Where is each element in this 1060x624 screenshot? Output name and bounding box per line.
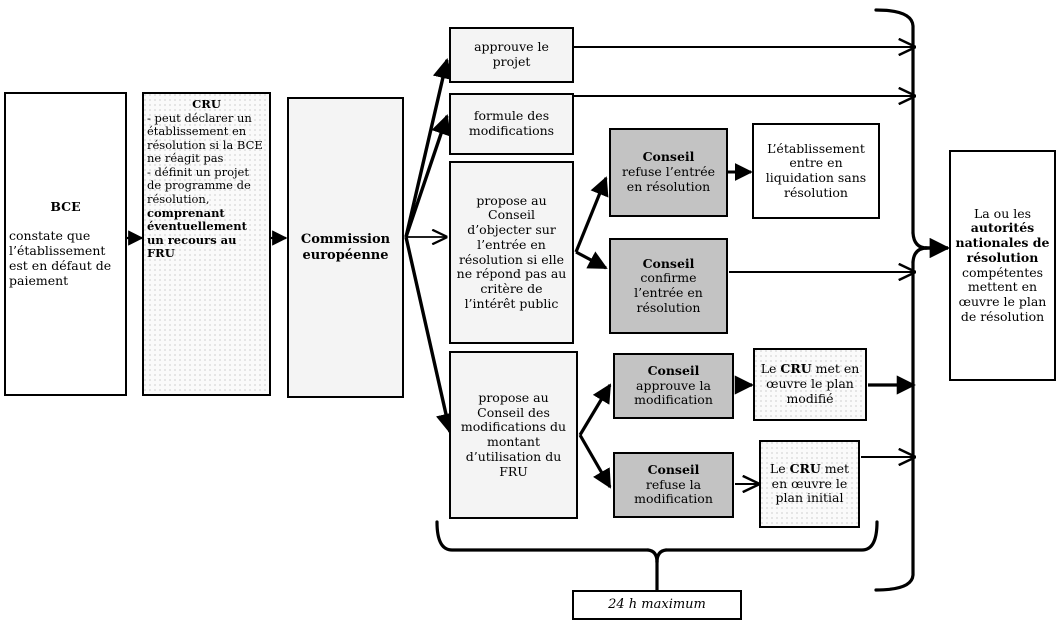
node-conseil-confirme-entree[interactable]: Conseil confirme l’entrée en résolution	[609, 238, 728, 334]
arrow-objecter-to-conseil-confirme	[575, 250, 608, 270]
cru-line-1: - peut déclarer un établissement en réso…	[147, 110, 263, 166]
node-conseil-refuse-entree[interactable]: Conseil refuse l’entrée en résolution	[609, 128, 728, 217]
conseil-approuve-mod-rest: approuve la modification	[634, 377, 713, 408]
objecter-label: propose au Conseil d’objecter sur l’entr…	[456, 192, 567, 311]
conseil-approuve-mod-bold: Conseil	[647, 362, 700, 378]
timing-label: 24 h maximum	[608, 597, 706, 613]
node-conseil-refuse-modification[interactable]: Conseil refuse la modification	[613, 452, 734, 518]
bottom-collecting-brace	[435, 520, 879, 590]
plan-initial-bold: CRU	[789, 460, 821, 476]
plan-modifie-pre: Le	[760, 361, 781, 377]
conseil-confirme-entree-rest: confirme l’entrée en résolution	[634, 270, 703, 315]
commission-label: Commission européenne	[300, 232, 391, 263]
plan-initial-pre: Le	[769, 460, 790, 476]
node-autorites-nationales[interactable]: La ou les autorités nationales de résolu…	[949, 150, 1056, 381]
arrow-commission-to-approuve	[404, 58, 453, 238]
liquidation-label: L’établissement entre en liquidation san…	[765, 140, 867, 200]
formule-label: formule des modifications	[468, 108, 555, 138]
approuve-label: approuve le projet	[474, 39, 549, 69]
modifications-label: propose au Conseil des modifications du …	[460, 389, 567, 479]
bce-body: constate que l’établissement est en défa…	[9, 228, 112, 288]
node-propose-modifications[interactable]: propose au Conseil des modifications du …	[449, 351, 578, 519]
cru-line-2: - définit un projet de programme de réso…	[147, 164, 251, 206]
node-cru[interactable]: CRU - peut déclarer un établissement en …	[142, 92, 271, 396]
node-approuve-le-projet[interactable]: approuve le projet	[449, 27, 574, 83]
bce-heading: BCE	[50, 198, 81, 214]
node-bce[interactable]: BCE constate que l’établissement est en …	[4, 92, 127, 396]
plan-modifie-post: met en œuvre le plan modifié	[766, 361, 860, 406]
cru-line-3: comprenant éventuellement un recours au …	[147, 205, 247, 261]
plan-initial-post: met en œuvre le plan initial	[771, 460, 850, 506]
conseil-refuse-mod-rest: refuse la modification	[634, 476, 713, 507]
arrow-commission-to-formule	[404, 114, 451, 238]
final-bold: autorités nationales de résolution	[955, 220, 1050, 265]
arrow-objecter-to-conseil-refuse	[574, 176, 609, 253]
node-commission-europeenne[interactable]: Commission européenne	[287, 97, 404, 398]
arrow-commission-to-modifications	[404, 236, 456, 434]
arrow-modifications-to-conseil-approuve	[578, 383, 612, 436]
arrow-modifications-to-conseil-refuse-mod	[578, 434, 612, 489]
node-propose-objecter[interactable]: propose au Conseil d’objecter sur l’entr…	[449, 161, 574, 344]
node-conseil-approuve-modification[interactable]: Conseil approuve la modification	[613, 353, 734, 419]
conseil-refuse-entree-bold: Conseil	[642, 149, 695, 165]
node-24h-maximum[interactable]: 24 h maximum	[572, 590, 742, 620]
node-plan-initial[interactable]: Le CRU met en œuvre le plan initial	[759, 440, 860, 528]
node-plan-modifie[interactable]: Le CRU met en œuvre le plan modifié	[753, 348, 867, 421]
node-liquidation[interactable]: L’établissement entre en liquidation san…	[752, 123, 880, 219]
conseil-refuse-entree-rest: refuse l’entrée en résolution	[621, 164, 716, 194]
cru-heading: CRU	[192, 97, 221, 111]
conseil-refuse-mod-bold: Conseil	[647, 461, 700, 477]
conseil-confirme-entree-bold: Conseil	[642, 255, 695, 271]
final-line-2: compétentes mettent en œuvre le plan de …	[958, 264, 1047, 324]
right-collecting-brace	[874, 8, 951, 592]
node-formule-des-modifications[interactable]: formule des modifications	[449, 93, 574, 155]
plan-modifie-bold: CRU	[780, 361, 812, 377]
final-line-1: La ou les	[973, 205, 1032, 221]
